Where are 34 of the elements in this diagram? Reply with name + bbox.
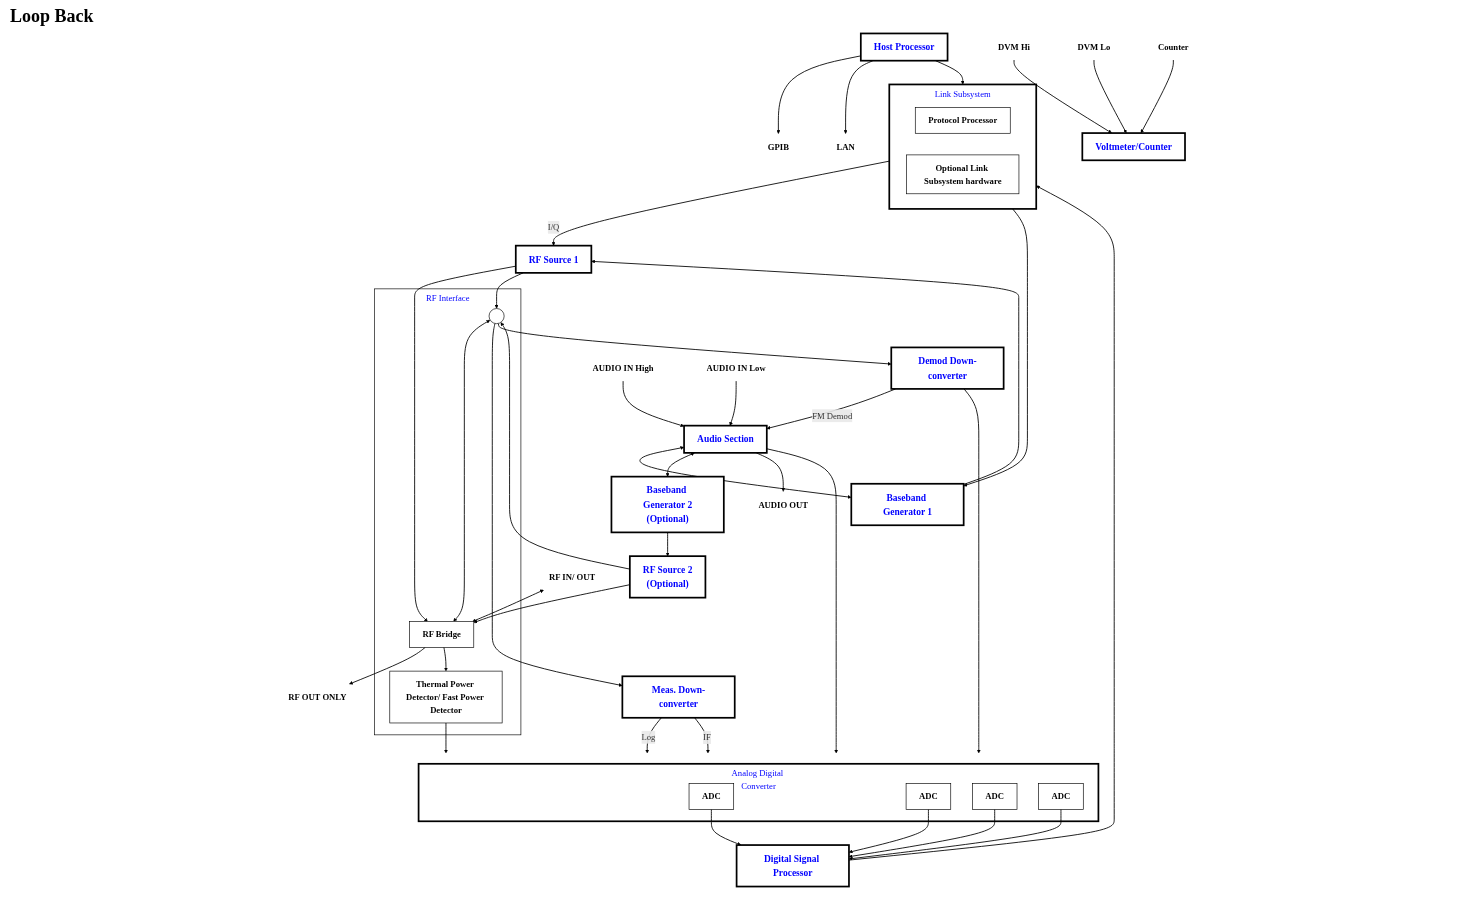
node-box: Optional Link Subsystem hardware <box>906 154 1020 195</box>
node-box: Demod Down-converter <box>890 346 1005 390</box>
node-box: Baseband Generator 2 (Optional) <box>610 475 725 534</box>
node-box: RF Source 1 <box>514 244 593 274</box>
node-box: ADC <box>972 783 1018 810</box>
node-box: ADC <box>905 783 952 810</box>
node-box: Host Processor <box>859 32 949 62</box>
node-box: Digital Signal Processor <box>735 844 850 888</box>
node-text: LAN <box>836 141 855 152</box>
node-box: Audio Section <box>683 424 768 454</box>
node-text: RF IN/ OUT <box>549 572 596 582</box>
node-text: RF OUT ONLY <box>288 692 347 702</box>
node-text: DVM Lo <box>1077 42 1111 52</box>
node-box: Meas. Down-converter <box>621 675 736 719</box>
node-text: AUDIO IN High <box>592 363 654 373</box>
node-box: RF Source 2 (Optional) <box>628 555 707 599</box>
node-text: DVM Hi <box>998 42 1031 52</box>
edge-label: IF <box>703 732 711 743</box>
node-box: Thermal Power Detector/ Fast Power Detector <box>389 670 503 724</box>
edge-label: Log <box>641 732 656 743</box>
edge-label: I/Q <box>547 222 560 233</box>
node-box: Baseband Generator 1 <box>850 482 965 527</box>
node-text: AUDIO IN Low <box>706 363 766 373</box>
node-text: AUDIO OUT <box>758 499 809 510</box>
node-text: Counter <box>1157 42 1189 52</box>
edge-label: FM Demod <box>812 410 853 421</box>
note-label: Loop Back <box>10 6 94 26</box>
node-circle <box>488 308 505 324</box>
node-box: RF Bridge <box>409 621 475 648</box>
node-box: ADC <box>1038 783 1084 810</box>
node-box: ADC <box>688 783 735 810</box>
node-box: Protocol Processor <box>914 107 1011 134</box>
node-text: GPIB <box>767 141 789 152</box>
node-box: Voltmeter/Counter <box>1081 132 1186 162</box>
